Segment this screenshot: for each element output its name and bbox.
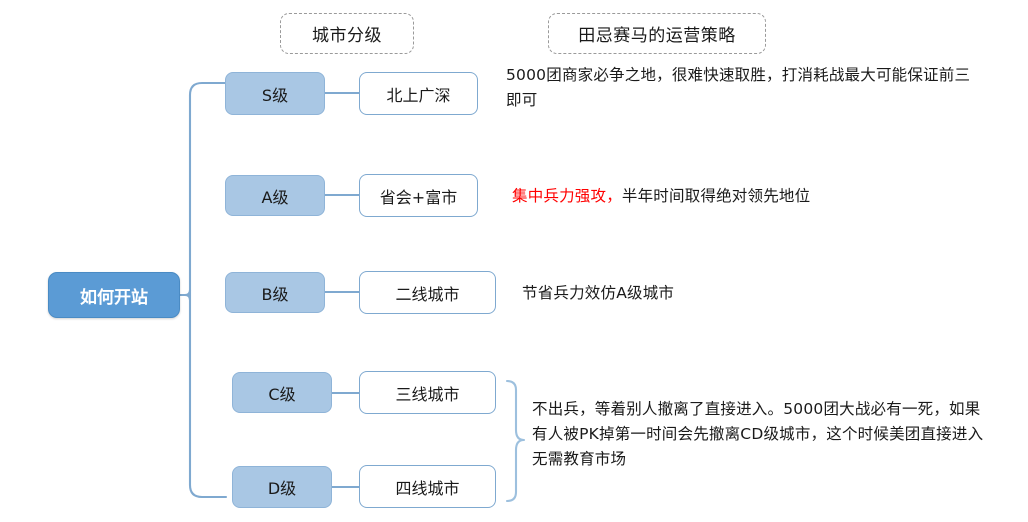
city-node-s-label: 北上广深 [386,85,451,105]
city-node-b[interactable]: 二线城市 [359,271,496,314]
grade-node-a-label: A级 [261,187,289,207]
grade-node-d[interactable]: D级 [232,466,332,508]
city-node-s[interactable]: 北上广深 [359,72,478,115]
desc-b: 节省兵力效仿A级城市 [522,281,922,306]
root-node[interactable]: 如何开站 [48,272,180,318]
chip-strategy-label: 田忌赛马的运营策略 [578,26,736,46]
chip-city-tier-label: 城市分级 [312,26,382,46]
grade-node-b[interactable]: B级 [225,272,325,313]
desc-b-text: 节省兵力效仿A级城市 [522,284,675,302]
chip-strategy: 田忌赛马的运营策略 [548,13,766,54]
city-node-a-label: 省会+富市 [379,187,458,207]
city-node-d-label: 四线城市 [395,478,460,498]
grade-node-s[interactable]: S级 [225,72,325,115]
root-node-label: 如何开站 [80,287,148,308]
desc-a-rest: 半年时间取得绝对领先地位 [621,187,811,205]
desc-s-text: 5000团商家必争之地，很难快速取胜，打消耗战最大可能保证前三即可 [506,66,971,109]
desc-s: 5000团商家必争之地，很难快速取胜，打消耗战最大可能保证前三即可 [506,63,976,113]
chip-city-tier: 城市分级 [280,13,414,54]
grade-node-a[interactable]: A级 [225,175,325,216]
grade-node-s-label: S级 [261,85,289,105]
desc-a-accent: 集中兵力强攻， [512,187,622,205]
desc-cd-group: 不出兵，等着别人撤离了直接进入。5000团大战必有一死，如果有人被PK掉第一时间… [532,397,992,472]
city-node-a[interactable]: 省会+富市 [359,174,478,217]
desc-a: 集中兵力强攻，半年时间取得绝对领先地位 [512,184,992,209]
city-node-c-label: 三线城市 [395,384,460,404]
grade-node-c-label: C级 [268,384,296,404]
desc-cd-group-text: 不出兵，等着别人撤离了直接进入。5000团大战必有一死，如果有人被PK掉第一时间… [532,400,984,468]
city-node-d[interactable]: 四线城市 [359,465,496,508]
grade-node-d-label: D级 [267,479,297,498]
grade-node-b-label: B级 [261,284,289,304]
city-node-b-label: 二线城市 [395,284,460,304]
grade-node-c[interactable]: C级 [232,372,332,413]
city-node-c[interactable]: 三线城市 [359,371,496,414]
